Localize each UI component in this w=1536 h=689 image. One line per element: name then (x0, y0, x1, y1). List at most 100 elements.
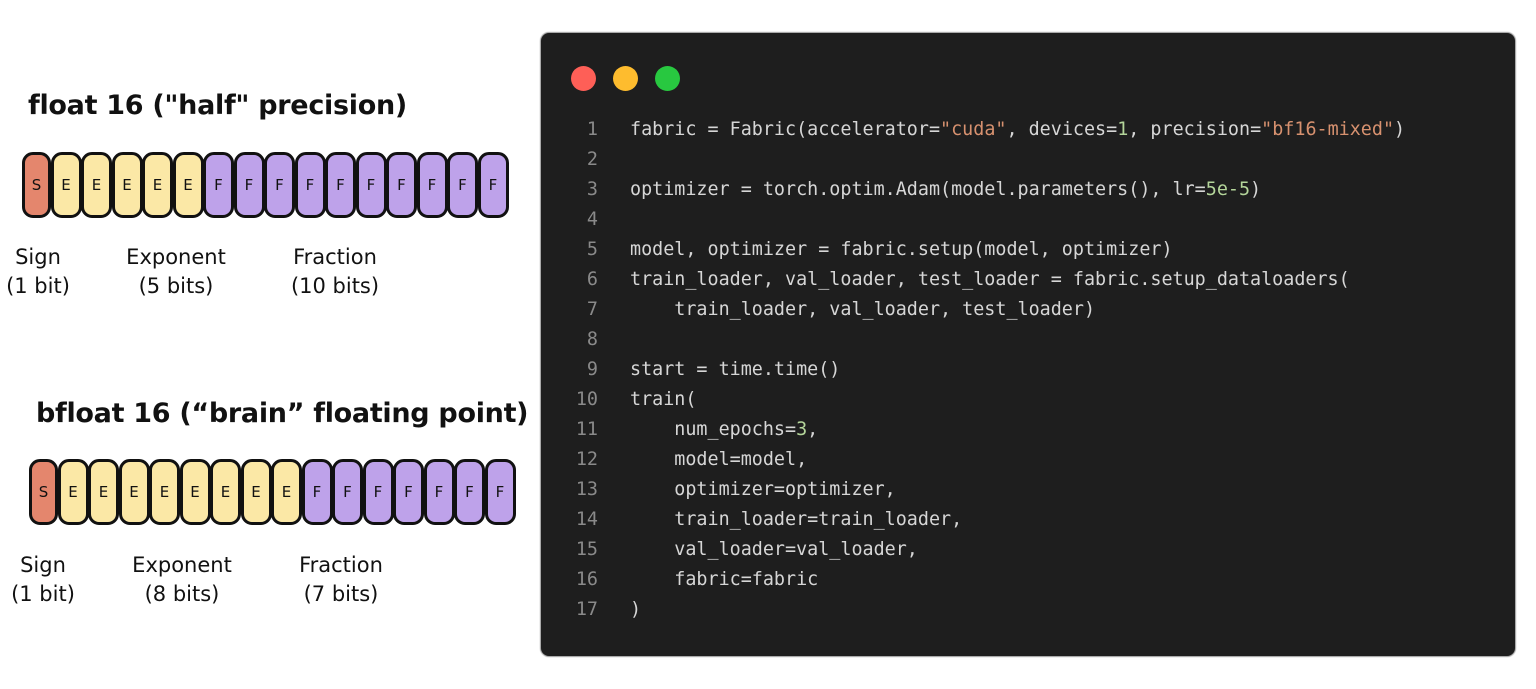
line-number: 4 (586, 209, 598, 230)
fraction-bit: F (386, 152, 417, 218)
code-text: optimizer=optimizer, (630, 479, 896, 500)
fraction-bit: F (325, 152, 356, 218)
float16-title: float 16 ("half" precision) (28, 90, 407, 121)
exponent-bit: E (88, 459, 119, 525)
fraction-bit: F (203, 152, 234, 218)
float16-exponent-label: Exponent (5 bits) (118, 243, 234, 301)
line-number: 2 (586, 149, 598, 170)
fraction-bit: F (355, 152, 387, 218)
code-line: 7 train_loader, val_loader, test_loader) (568, 295, 1405, 325)
line-number: 11 (575, 419, 598, 440)
code-line: 3 optimizer = torch.optim.Adam(model.para… (568, 175, 1405, 205)
sign-bit: S (22, 152, 51, 218)
code-text: model, optimizer = fabric.setup(model, o… (630, 239, 1173, 260)
window-minimize-dot (613, 66, 638, 91)
fraction-bit: F (393, 459, 424, 525)
fraction-bit: F (423, 459, 455, 525)
line-number: 9 (586, 359, 598, 380)
line-number: 6 (586, 269, 598, 290)
bfloat16-fraction-label: Fraction (7 bits) (289, 551, 393, 609)
fraction-bit: F (477, 152, 509, 218)
label-size: (7 bits) (303, 582, 379, 606)
line-number: 8 (586, 329, 598, 350)
code-text: model=model, (630, 449, 808, 470)
label-size: (1 bit) (11, 582, 75, 606)
fraction-bit: F (233, 152, 265, 218)
fraction-bit: F (416, 152, 448, 218)
code-line: 15 val_loader=val_loader, (568, 535, 1405, 565)
code-line: 9 start = time.time() (568, 355, 1405, 385)
line-number: 17 (575, 599, 598, 620)
label-name: Fraction (299, 553, 383, 577)
bfloat16-title: bfloat 16 (“brain” floating point) (36, 398, 529, 429)
code-text: ) (630, 599, 642, 620)
exponent-bit: E (111, 152, 143, 218)
code-line: 8 (568, 325, 1405, 355)
code-line: 11 num_epochs=3, (568, 415, 1405, 445)
line-number: 14 (575, 509, 598, 530)
code-text: fabric = Fabric(accelerator="cuda", devi… (630, 119, 1406, 140)
window-maximize-dot (655, 66, 680, 91)
exponent-bit: E (57, 459, 89, 525)
code-text: train_loader, val_loader, test_loader = … (630, 269, 1350, 290)
label-name: Sign (15, 245, 61, 269)
code-line: 14 train_loader=train_loader, (568, 505, 1405, 535)
label-name: Sign (20, 553, 66, 577)
line-number: 10 (575, 389, 598, 410)
code-text: train_loader, val_loader, test_loader) (630, 299, 1096, 320)
code-text: num_epochs=3, (630, 419, 819, 440)
line-number: 13 (575, 479, 598, 500)
exponent-bit: E (81, 152, 112, 218)
exponent-bit: E (240, 459, 272, 525)
code-text: start = time.time() (630, 359, 841, 380)
line-number: 5 (586, 239, 598, 260)
float16-fraction-label: Fraction (10 bits) (283, 243, 387, 301)
label-size: (8 bits) (144, 582, 220, 606)
code-text: train_loader=train_loader, (630, 509, 963, 530)
line-number: 15 (575, 539, 598, 560)
window-close-dot (571, 66, 596, 91)
label-name: Fraction (293, 245, 377, 269)
exponent-bit: E (172, 152, 204, 218)
code-line: 13 optimizer=optimizer, (568, 475, 1405, 505)
code-line: 10 train( (568, 385, 1405, 415)
sign-bit: S (29, 459, 58, 525)
exponent-bit: E (179, 459, 211, 525)
exponent-bit: E (118, 459, 150, 525)
line-number: 3 (586, 179, 598, 200)
code-text: optimizer = torch.optim.Adam(model.param… (630, 179, 1262, 200)
bfloat16-exponent-label: Exponent (8 bits) (124, 551, 240, 609)
exponent-bit: E (50, 152, 82, 218)
code-line: 16 fabric=fabric (568, 565, 1405, 595)
fraction-bit: F (294, 152, 326, 218)
line-number: 16 (575, 569, 598, 590)
code-line: 5 model, optimizer = fabric.setup(model, … (568, 235, 1405, 265)
line-number: 7 (586, 299, 598, 320)
fraction-bit: F (301, 459, 333, 525)
code-line: 4 (568, 205, 1405, 235)
bfloat16-sign-label: Sign (1 bit) (9, 551, 77, 609)
label-size: (1 bit) (6, 274, 70, 298)
exponent-bit: E (210, 459, 241, 525)
code-text: train( (630, 389, 697, 410)
fraction-bit: F (264, 152, 295, 218)
code-text: fabric=fabric (630, 569, 819, 590)
float16-sign-label: Sign (1 bit) (4, 243, 72, 301)
fraction-bit: F (332, 459, 363, 525)
fraction-bit: F (454, 459, 485, 525)
fraction-bit: F (447, 152, 478, 218)
fraction-bit: F (362, 459, 394, 525)
fraction-bit: F (484, 459, 516, 525)
exponent-bit: E (142, 152, 173, 218)
code-line: 2 (568, 145, 1405, 175)
exponent-bit: E (271, 459, 302, 525)
exponent-bit: E (149, 459, 180, 525)
code-line: 12 model=model, (568, 445, 1405, 475)
line-number: 12 (575, 449, 598, 470)
label-size: (5 bits) (138, 274, 214, 298)
label-name: Exponent (132, 553, 232, 577)
label-size: (10 bits) (290, 274, 380, 298)
